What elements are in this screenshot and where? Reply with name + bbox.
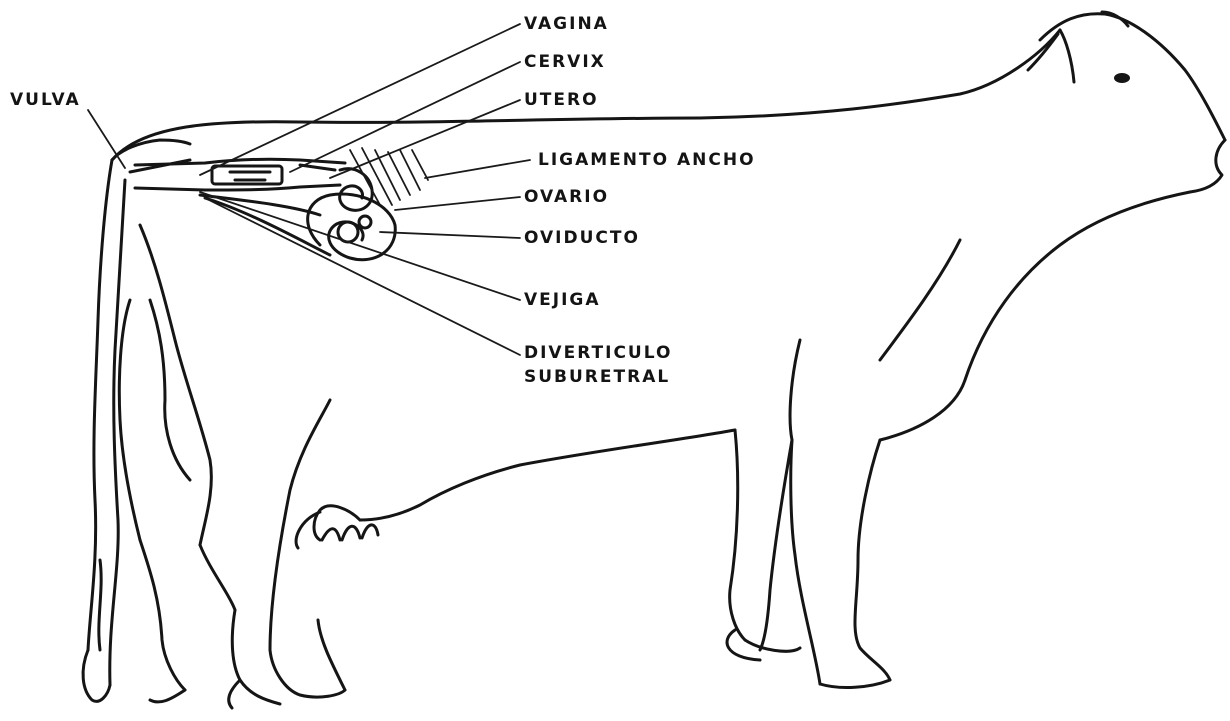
label-cervix: CERVIX: [524, 52, 606, 72]
label-vulva: VULVA: [10, 90, 81, 110]
label-ovario: OVARIO: [524, 187, 609, 207]
label-ligamento-ancho: LIGAMENTO ANCHO: [538, 150, 756, 170]
label-utero: UTERO: [524, 90, 599, 110]
reproductive-tract: [135, 148, 428, 260]
label-suburetral: SUBURETRAL: [524, 367, 670, 387]
label-oviducto: OVIDUCTO: [524, 228, 640, 248]
label-diverticulo: DIVERTICULO: [524, 343, 672, 363]
label-vejiga: VEJIGA: [524, 290, 601, 310]
label-vagina: VAGINA: [524, 14, 609, 34]
